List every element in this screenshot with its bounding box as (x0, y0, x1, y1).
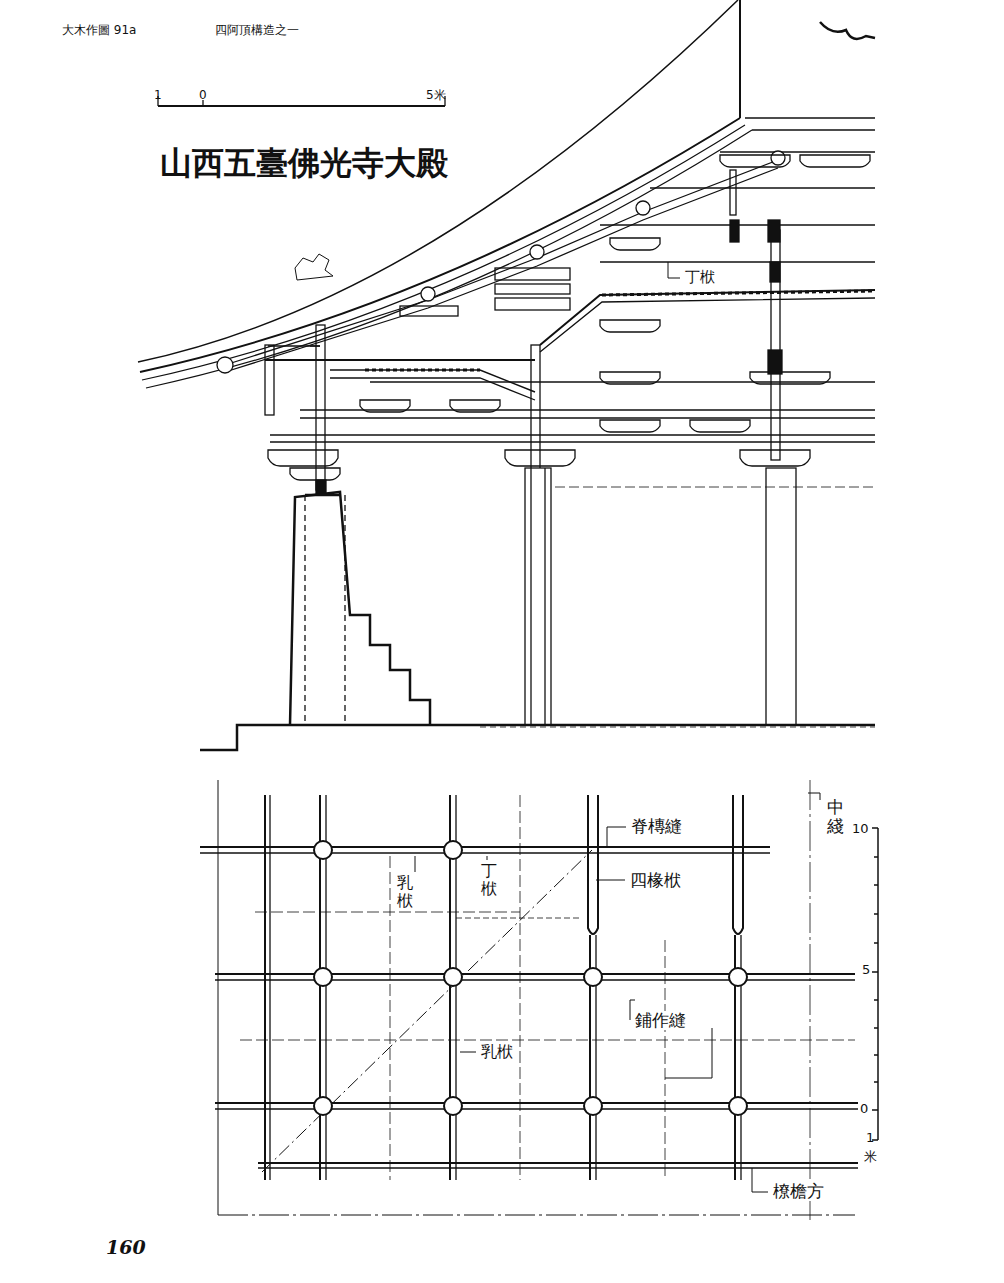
member-label: 乳栿 (479, 1043, 515, 1061)
scale-number: 1 (866, 1131, 874, 1145)
meter-scale (872, 828, 878, 1140)
header-label: 大木作圖 91a (62, 24, 136, 37)
scale-number: 10 (852, 822, 869, 836)
beams (225, 152, 875, 442)
scale-number: 0 (199, 89, 207, 102)
axis-label: 脊槫縫 (629, 817, 684, 836)
member-label: 丁栿 (479, 862, 499, 897)
header-label: 四阿頂構造之一 (215, 24, 299, 37)
axis-label: 鋪作縫 (633, 1011, 688, 1030)
roof-section (138, 0, 875, 388)
purlins (217, 151, 785, 373)
scale-number: 0 (860, 1102, 868, 1116)
wall-and-steps (290, 492, 430, 725)
leader-lines (415, 793, 820, 1192)
scale-unit: 米 (864, 1150, 877, 1164)
columns (305, 468, 796, 725)
scale-number: 1 (154, 89, 162, 102)
ridge-ornament (820, 22, 875, 39)
axis-label: 中綫 (825, 798, 846, 835)
ground-line (200, 725, 875, 750)
member-label: 橑檐方 (771, 1182, 826, 1201)
scale-number: 5 (862, 963, 870, 977)
member-label: 丁栿 (683, 269, 717, 286)
column-circles (314, 841, 747, 1115)
member-label: 乳栿 (395, 874, 415, 909)
plan-grid (200, 780, 858, 1220)
bracket-sets (265, 155, 870, 495)
member-label: 四椽栿 (628, 871, 683, 890)
scale-number: 5米 (426, 89, 446, 102)
drawing-title: 山西五臺佛光寺大殿 (160, 146, 448, 181)
page-number: 160 (106, 1237, 146, 1258)
